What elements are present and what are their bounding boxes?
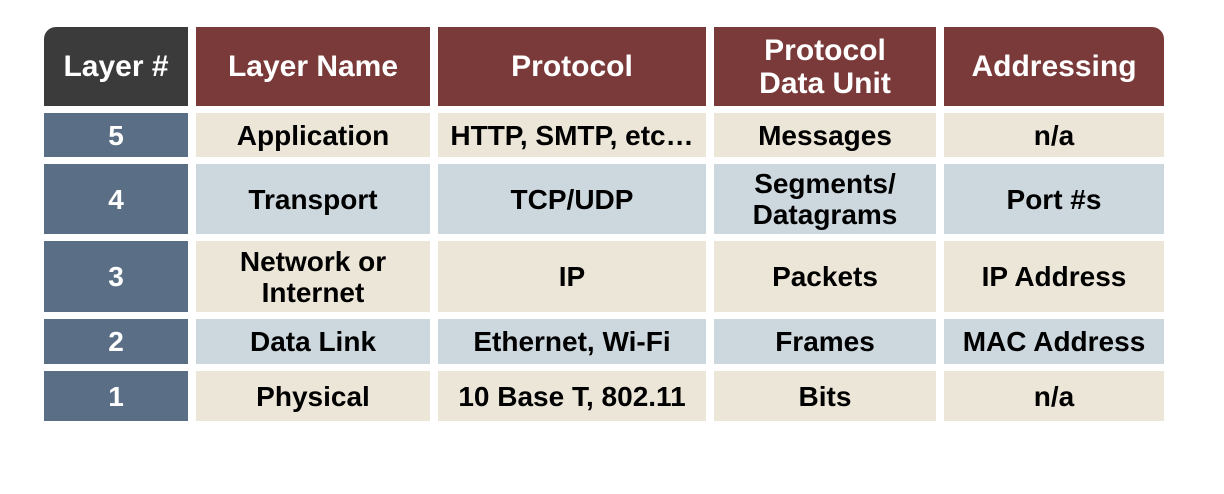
table-row-1-name: Physical <box>196 371 438 421</box>
header-layer-number: Layer # <box>44 27 196 113</box>
table-row-5-number: 5 <box>44 113 196 164</box>
table-row-2-name: Data Link <box>196 319 438 371</box>
header-protocol: Protocol <box>438 27 714 113</box>
table-row-4-pdu: Segments/ Datagrams <box>714 164 944 241</box>
table-row-5-pdu: Messages <box>714 113 944 164</box>
table-row-5-name: Application <box>196 113 438 164</box>
table-row-4-number: 4 <box>44 164 196 241</box>
table-row-3-number: 3 <box>44 241 196 319</box>
table-row-3-pdu: Packets <box>714 241 944 319</box>
header-addressing: Addressing <box>944 27 1164 113</box>
table-row-1-protocol: 10 Base T, 802.11 <box>438 371 714 421</box>
table-row-2-pdu: Frames <box>714 319 944 371</box>
table-row-1-pdu: Bits <box>714 371 944 421</box>
table-row-3-addressing: IP Address <box>944 241 1164 319</box>
table-row-3-name: Network or Internet <box>196 241 438 319</box>
table-row-1-number: 1 <box>44 371 196 421</box>
table-row-2-addressing: MAC Address <box>944 319 1164 371</box>
header-layer-name: Layer Name <box>196 27 438 113</box>
table-row-2-protocol: Ethernet, Wi-Fi <box>438 319 714 371</box>
table-row-4-protocol: TCP/UDP <box>438 164 714 241</box>
table-row-4-addressing: Port #s <box>944 164 1164 241</box>
table-row-5-protocol: HTTP, SMTP, etc… <box>438 113 714 164</box>
table-row-4-name: Transport <box>196 164 438 241</box>
table-row-1-addressing: n/a <box>944 371 1164 421</box>
table-row-3-protocol: IP <box>438 241 714 319</box>
table-row-2-number: 2 <box>44 319 196 371</box>
network-layers-table: Layer # Layer Name Protocol Protocol Dat… <box>44 27 1164 441</box>
table-row-5-addressing: n/a <box>944 113 1164 164</box>
header-protocol-data-unit: Protocol Data Unit <box>714 27 944 113</box>
